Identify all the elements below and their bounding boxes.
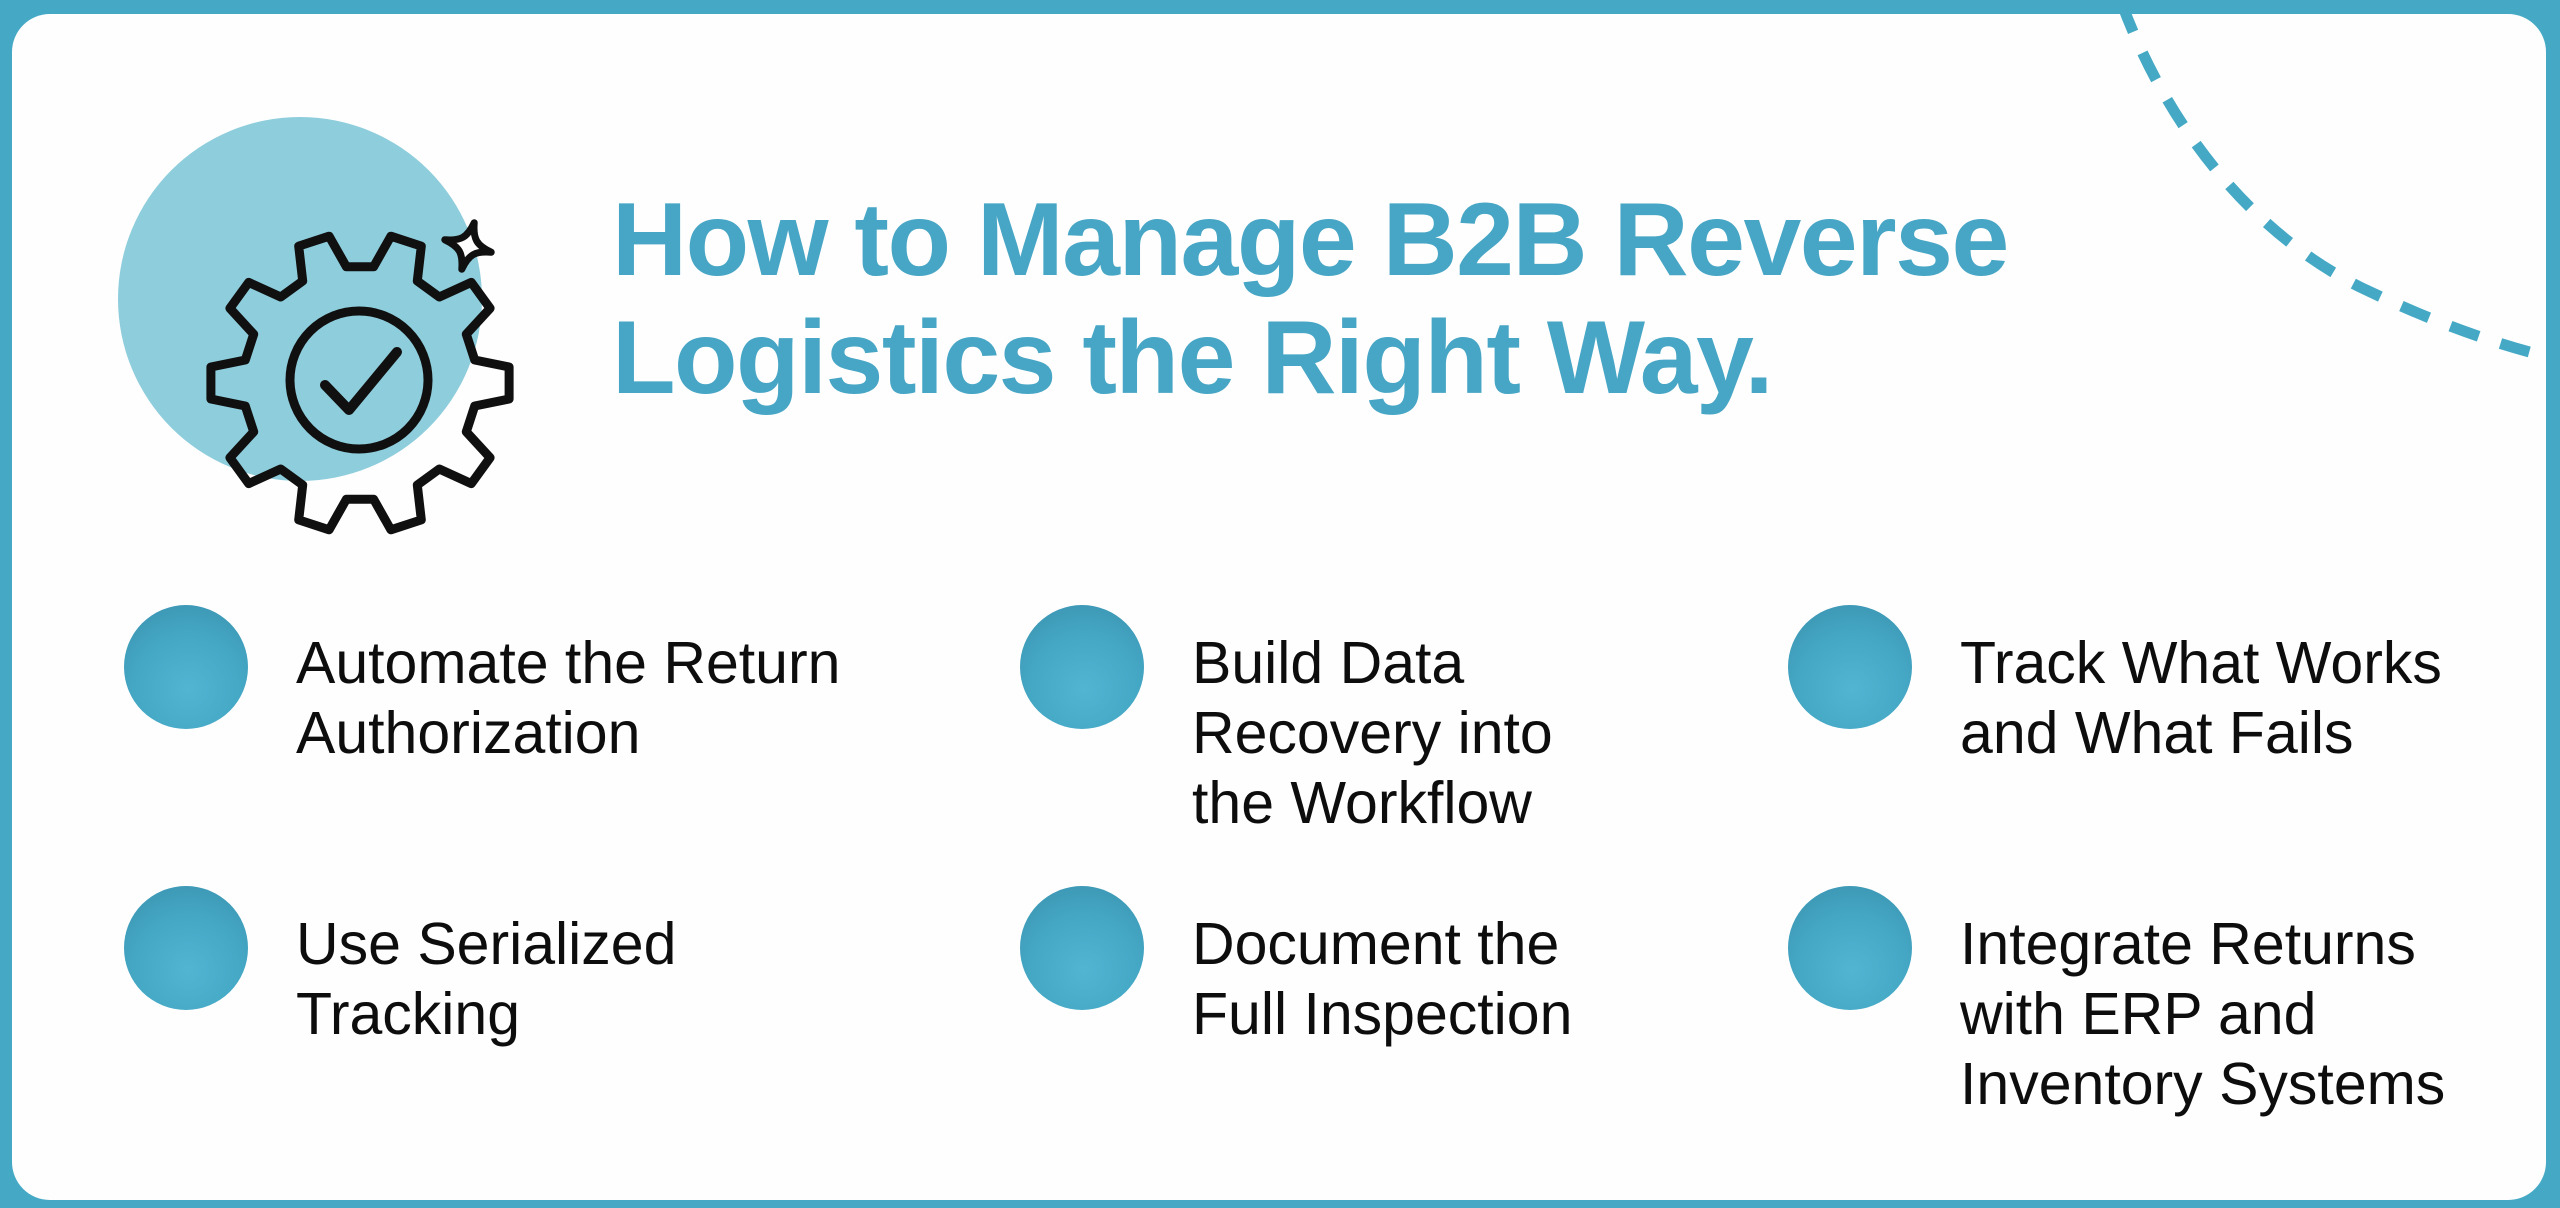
bullet-circle-icon: [1788, 886, 1912, 1010]
list-item: Automate the Return Authorization: [124, 605, 840, 768]
title-line-2: Logistics the Right Way.: [612, 300, 1774, 416]
bullet-circle-icon: [124, 886, 248, 1010]
page-title: How to Manage B2B Reverse Logistics the …: [612, 181, 2009, 417]
list-item: Document the Full Inspection: [1020, 886, 1572, 1049]
bullet-circle-icon: [1788, 605, 1912, 729]
list-item-label: Integrate Returns with ERP and Inventory…: [1960, 911, 2446, 1117]
bullet-circle-icon: [124, 605, 248, 729]
accent-circle: [118, 117, 482, 481]
title-line-1: How to Manage B2B Reverse: [612, 182, 2009, 298]
list-item: Build Data Recovery into the Workflow: [1020, 605, 1553, 838]
list-item-label: Automate the Return Authorization: [296, 630, 841, 766]
list-item-label: Track What Works and What Fails: [1960, 630, 2442, 766]
bullet-circle-icon: [1020, 886, 1144, 1010]
card: How to Manage B2B Reverse Logistics the …: [12, 14, 2546, 1200]
list-item-label: Use Serialized Tracking: [296, 911, 677, 1047]
bullet-circle-icon: [1020, 605, 1144, 729]
list-item-label: Document the Full Inspection: [1192, 911, 1573, 1047]
list-item: Integrate Returns with ERP and Inventory…: [1788, 886, 2445, 1119]
list-item-label: Build Data Recovery into the Workflow: [1192, 630, 1553, 836]
list-item: Track What Works and What Fails: [1788, 605, 2442, 768]
list-item: Use Serialized Tracking: [124, 886, 676, 1049]
